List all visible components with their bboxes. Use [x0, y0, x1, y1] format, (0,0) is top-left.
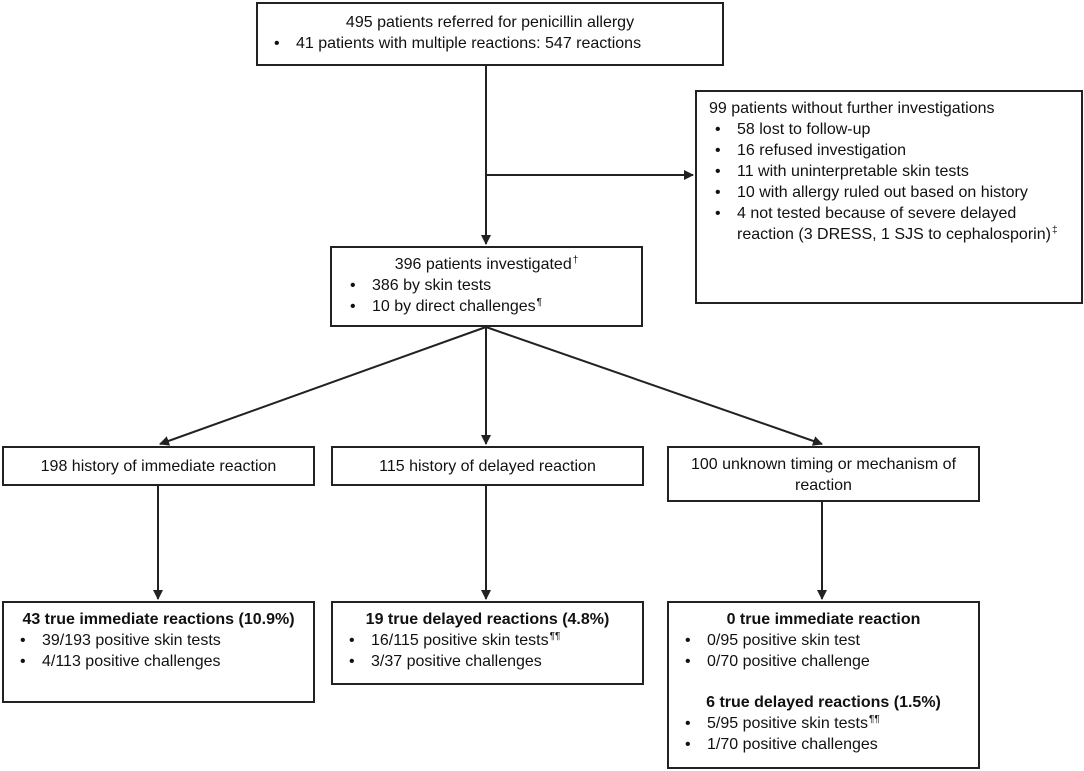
list-item: 41 patients with multiple reactions: 547…	[268, 33, 712, 54]
unknown-history-label: 100 unknown timing or mechanism of react…	[690, 456, 957, 494]
investigated-list: 386 by skin tests 10 by direct challenge…	[344, 275, 629, 317]
immediate-history-box: 198 history of immediate reaction	[2, 446, 315, 486]
list-item-text: 10 by direct challenges	[372, 298, 536, 315]
list-item: 10 with allergy ruled out based on histo…	[709, 182, 1069, 203]
referred-list: 41 patients with multiple reactions: 547…	[268, 33, 712, 54]
footnote-mark: †	[572, 254, 579, 266]
unknown-delayed-title: 6 true delayed reactions (1.5%)	[706, 694, 941, 711]
true-immediate-title: 43 true immediate reactions (10.9%)	[22, 611, 295, 628]
list-item-text: 5/95 positive skin tests	[707, 715, 868, 732]
footnote-mark: ¶¶	[549, 630, 561, 642]
list-item: 11 with uninterpretable skin tests	[709, 161, 1069, 182]
list-item: 39/193 positive skin tests	[14, 630, 303, 651]
list-item: 58 lost to follow-up	[709, 119, 1069, 140]
list-item: 4 not tested because of severe delayed r…	[709, 203, 1069, 245]
no-investigation-box: 99 patients without further investigatio…	[695, 90, 1083, 304]
delayed-history-box: 115 history of delayed reaction	[331, 446, 644, 486]
section-gap	[679, 672, 968, 692]
investigated-title-text: 396 patients investigated	[394, 256, 572, 273]
unknown-delayed-list: 5/95 positive skin tests¶¶ 1/70 positive…	[679, 713, 968, 755]
arrow-to-unknown-history	[485, 326, 823, 446]
list-item: 5/95 positive skin tests¶¶	[679, 713, 968, 734]
footnote-mark: ‡	[1051, 224, 1058, 236]
list-item: 3/37 positive challenges	[343, 651, 632, 672]
true-immediate-box: 43 true immediate reactions (10.9%) 39/1…	[2, 601, 315, 703]
investigated-title: 396 patients investigated†	[344, 254, 629, 275]
list-item: 4/113 positive challenges	[14, 651, 303, 672]
true-delayed-list: 16/115 positive skin tests¶¶ 3/37 positi…	[343, 630, 632, 672]
delayed-history-label: 115 history of delayed reaction	[379, 458, 596, 475]
unknown-history-box: 100 unknown timing or mechanism of react…	[667, 446, 980, 502]
list-item-text: 16/115 positive skin tests	[371, 632, 549, 649]
unknown-results-box: 0 true immediate reaction 0/95 positive …	[667, 601, 980, 769]
true-immediate-list: 39/193 positive skin tests 4/113 positiv…	[14, 630, 303, 672]
no-investigation-list: 58 lost to follow-up 16 refused investig…	[709, 119, 1069, 245]
arrow-to-immediate-history	[159, 326, 487, 446]
footnote-mark: ¶	[536, 296, 543, 308]
list-item: 386 by skin tests	[344, 275, 629, 296]
unknown-immediate-title: 0 true immediate reaction	[726, 611, 921, 628]
footnote-mark: ¶¶	[868, 713, 880, 725]
list-item: 16/115 positive skin tests¶¶	[343, 630, 632, 651]
immediate-history-label: 198 history of immediate reaction	[40, 458, 277, 475]
list-item: 10 by direct challenges¶	[344, 296, 629, 317]
list-item-text: 4 not tested because of severe delayed r…	[737, 205, 1051, 243]
list-item: 16 refused investigation	[709, 140, 1069, 161]
true-delayed-title: 19 true delayed reactions (4.8%)	[365, 611, 610, 628]
list-item: 0/95 positive skin test	[679, 630, 968, 651]
list-item: 0/70 positive challenge	[679, 651, 968, 672]
referred-title: 495 patients referred for penicillin all…	[345, 14, 635, 31]
true-delayed-box: 19 true delayed reactions (4.8%) 16/115 …	[331, 601, 644, 685]
investigated-box: 396 patients investigated† 386 by skin t…	[330, 246, 643, 327]
referred-box: 495 patients referred for penicillin all…	[256, 2, 724, 66]
no-investigation-title: 99 patients without further investigatio…	[709, 100, 995, 117]
unknown-immediate-list: 0/95 positive skin test 0/70 positive ch…	[679, 630, 968, 672]
list-item: 1/70 positive challenges	[679, 734, 968, 755]
